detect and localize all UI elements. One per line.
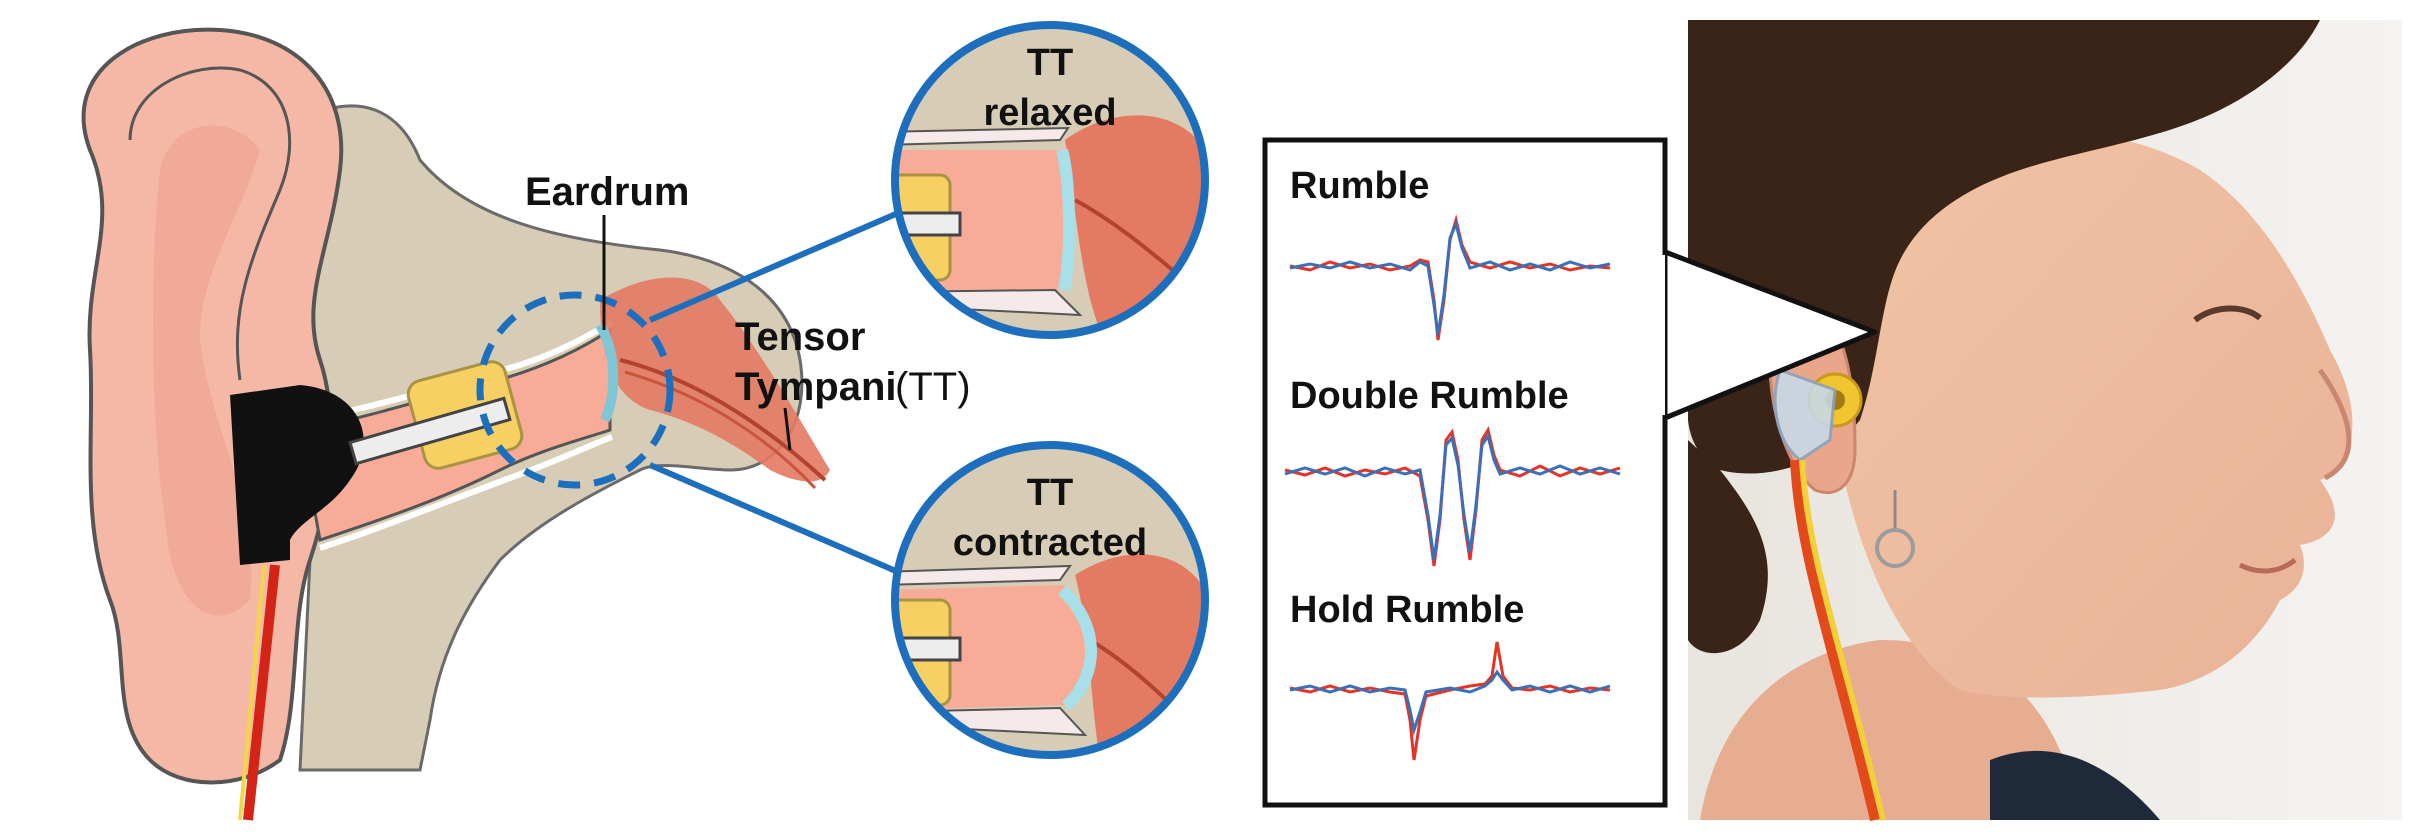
zoom-relaxed: TT relaxed <box>891 21 1209 339</box>
canal-lining-top <box>309 319 614 423</box>
label-tympani: Tympani <box>735 365 897 409</box>
concha-shadow <box>153 125 260 616</box>
label-eardrum: Eardrum <box>525 170 690 214</box>
callout-line-bottom <box>648 462 907 578</box>
canal-lining-bottom <box>319 434 614 551</box>
zoom-indicator-circle <box>476 291 674 489</box>
subject-photo <box>1688 20 2402 822</box>
middle-ear-muscle <box>600 277 830 482</box>
trace-label-hold-rumble: Hold Rumble <box>1290 589 1524 631</box>
tensor-pointer <box>783 407 792 451</box>
sensor-cable-yellow <box>238 564 266 821</box>
trace-hold-rumble-blue <box>1289 669 1611 736</box>
helix-fold <box>128 66 292 381</box>
zoom-contracted-line2: contracted <box>953 522 1147 564</box>
trace-double-rumble-blue <box>1284 432 1621 561</box>
label-tt-abbrev: (TT) <box>895 365 971 409</box>
tensor-tympani-muscle <box>619 358 827 482</box>
sensor-cable-red <box>243 564 280 821</box>
label-tensor: Tensor <box>735 315 865 359</box>
eardrum-membrane <box>595 322 619 422</box>
callout-line-top <box>648 207 907 323</box>
trace-label-rumble: Rumble <box>1290 165 1429 207</box>
zoom-contracted: TT contracted <box>891 441 1209 759</box>
sensor-stem <box>348 396 512 466</box>
zoom-relaxed-line2: relaxed <box>983 92 1116 134</box>
tensor-tympani-muscle-fibre <box>624 370 817 490</box>
trace-rumble-blue <box>1289 219 1611 336</box>
zoom-contracted-line1: TT <box>1027 472 1073 514</box>
sensor-housing <box>230 385 364 565</box>
face <box>1834 131 2353 698</box>
trace-label-double-rumble: Double Rumble <box>1290 375 1569 417</box>
zoom-relaxed-line1: TT <box>1027 42 1073 84</box>
signal-panel: Rumble Double Rumble Hold Rumble <box>1262 137 1878 808</box>
ear-cross-section <box>81 27 830 821</box>
